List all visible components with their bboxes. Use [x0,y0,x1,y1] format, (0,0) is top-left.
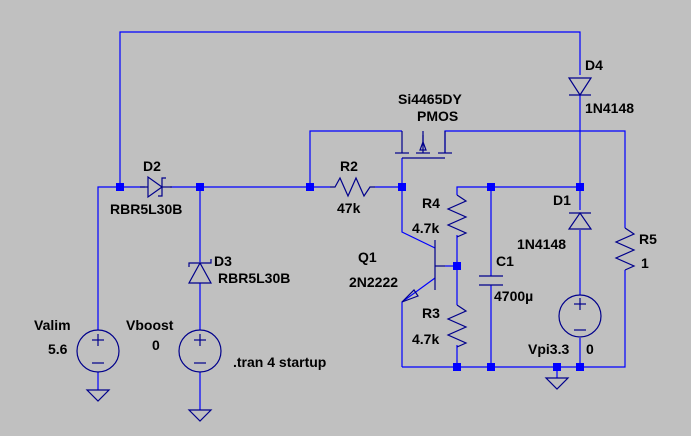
r4-value: 4.7k [412,220,439,236]
resistor-r5[interactable] [614,227,636,271]
vpi-name: Vpi3.3 [528,341,569,357]
junction [306,183,314,191]
resistor-r2[interactable] [330,176,375,198]
junction [196,183,204,191]
wire-top-rail[interactable] [456,186,580,195]
wire-valim[interactable] [97,186,145,330]
junction [453,363,461,371]
r5-value: 1 [641,255,649,271]
ground-icon [544,377,570,390]
wire-bottom-rail[interactable] [402,270,626,368]
resistor-r4[interactable] [446,194,468,238]
c1-value: 4700µ [494,288,533,304]
junction [487,363,495,371]
spice-directive[interactable]: .tran 4 startup [233,354,326,370]
source-valim[interactable] [76,329,120,373]
pmos-value: PMOS [417,108,458,124]
r5-name: R5 [639,231,657,247]
junction [398,183,406,191]
d1-name: D1 [553,192,571,208]
q1-name: Q1 [358,249,377,265]
junction [576,183,584,191]
npn-q1[interactable] [401,240,445,303]
d3-name: D3 [214,253,232,269]
d1-value: 1N4148 [517,236,566,252]
junctions [116,183,584,371]
d4-name: D4 [585,57,603,73]
valim-name: Valim [34,317,71,333]
d4-value: 1N4148 [585,100,634,116]
q1-value: 2N2222 [349,274,398,290]
diode-d1[interactable] [567,211,593,230]
r3-value: 4.7k [412,331,439,347]
vpi-value: 0 [586,341,594,357]
ground-icon [187,409,213,422]
junction [553,363,561,371]
r4-name: R4 [422,195,440,211]
junction [487,183,495,191]
pmos-name: Si4465DY [398,91,462,107]
r2-name: R2 [340,158,358,174]
diode-d3[interactable] [187,259,213,284]
wire-pmos-gate[interactable] [309,130,402,187]
wire-q1-collector[interactable] [401,187,436,249]
wire-pmos-drain[interactable] [444,130,626,228]
wire-top-loop[interactable] [119,31,581,187]
d3-value: RBR5L30B [218,270,290,286]
r2-value: 47k [337,200,361,216]
d2-value: RBR5L30B [110,201,182,217]
vboost-value: 0 [152,337,160,353]
junction [576,363,584,371]
pmos-m1[interactable] [395,131,452,159]
r3-name: R3 [422,305,440,321]
diode-d2[interactable] [140,175,172,199]
vboost-name: Vboost [126,317,174,333]
source-vboost[interactable] [178,329,222,373]
junction [116,183,124,191]
resistor-r3[interactable] [446,304,468,348]
diode-d4[interactable] [567,77,593,97]
ground-icon [85,389,111,402]
valim-value: 5.6 [48,341,68,357]
d2-name: D2 [143,158,161,174]
c1-name: C1 [496,253,514,269]
capacitor-c1[interactable] [479,275,503,286]
source-vpi[interactable] [558,294,602,338]
wire-q1-emitter[interactable] [401,277,436,367]
junction [453,262,461,270]
